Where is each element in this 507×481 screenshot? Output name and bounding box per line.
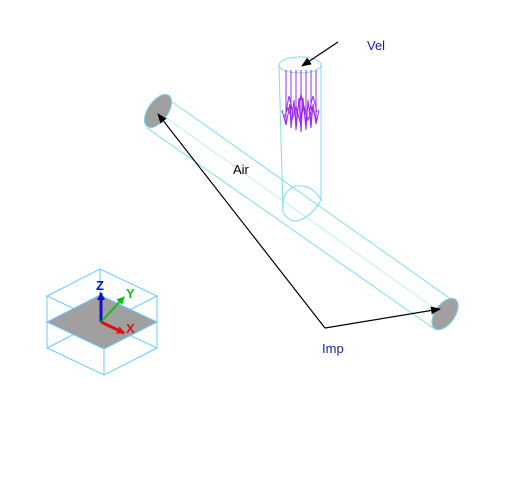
y-axis <box>100 296 125 323</box>
right-pipe-end-face[interactable] <box>426 294 463 335</box>
imp-pointer-arrow-right <box>324 306 441 329</box>
z-axis-label: Z <box>96 278 104 293</box>
y-axis-label: Y <box>126 286 135 301</box>
air-label: Air <box>233 162 250 177</box>
imp-pointer-arrow-left <box>157 113 326 329</box>
annotation-arrows <box>157 41 441 329</box>
imp-label: Imp <box>322 341 344 356</box>
orientation-triad[interactable]: Z Y X <box>45 268 159 376</box>
x-axis <box>100 320 125 335</box>
x-axis-label: X <box>126 321 135 336</box>
vel-label: Vel <box>367 38 385 53</box>
left-pipe-end-face[interactable] <box>139 90 177 133</box>
vel-pointer-arrow <box>301 41 339 67</box>
branch-pipe[interactable] <box>278 56 322 222</box>
velocity-arrows <box>281 70 320 133</box>
